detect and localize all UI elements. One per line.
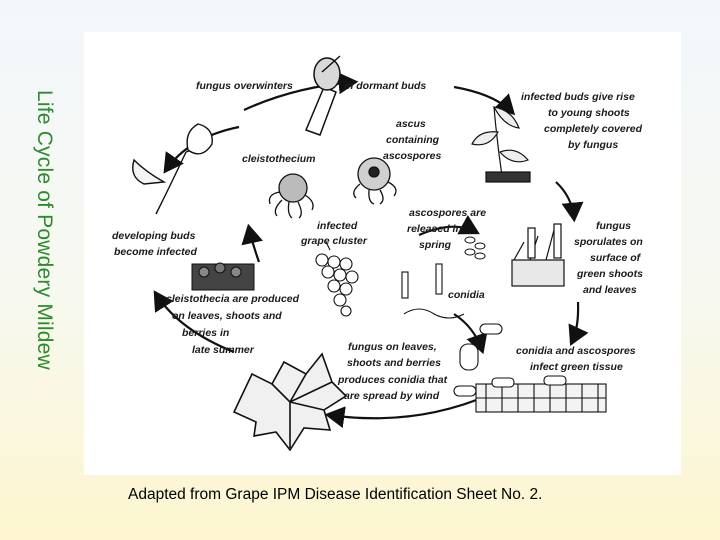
label-cleistothecia-4: late summer (192, 344, 255, 356)
label-ascospores-2: released in (407, 223, 462, 235)
grape-cluster-illustration (315, 241, 359, 317)
young-shoot-illustration (471, 106, 531, 183)
label-cleistothecia-1: cleistothecia are produced (166, 293, 300, 305)
dormant-bud-illustration (305, 55, 341, 136)
label-infected-buds-1: infected buds give rise (521, 91, 635, 103)
label-infected-buds-3: completely covered (544, 123, 643, 135)
diagram-canvas: fungus overwinters in dormant buds infec… (112, 55, 643, 452)
label-cleistothecia-2: on leaves, shoots and (172, 310, 282, 322)
label-infected-cluster-1: infected (317, 220, 358, 232)
label-sporulates-3: surface of (590, 252, 642, 264)
vine-shoot-illustration (132, 123, 213, 215)
arrow-overwinter (243, 72, 359, 111)
label-ascospores-1: ascospores are (409, 207, 486, 219)
arrow-ascospores (418, 214, 480, 237)
label-conidia-ascospores-1: conidia and ascospores (516, 345, 636, 357)
label-fungus-leaves-3: produces conidia that (337, 374, 448, 386)
label-sporulates-4: green shoots (576, 268, 643, 280)
label-infected-cluster-2: grape cluster (300, 235, 368, 247)
cleistothecium-illustration (268, 157, 397, 219)
label-developing-buds-1: developing buds (112, 230, 196, 242)
cycle-arrows (153, 72, 589, 429)
label-conidia-ascospores-2: infect green tissue (530, 361, 623, 373)
label-ascus-1: ascus (396, 118, 426, 130)
label-fungus-leaves-1: fungus on leaves, (348, 341, 437, 353)
arrow-to-cleistothecia (153, 290, 235, 354)
grape-leaf-illustration (232, 352, 348, 452)
label-ascus-2: containing (386, 134, 440, 146)
sporulating-tissue-illustration (511, 223, 565, 287)
infected-tissue-illustration (453, 343, 607, 413)
label-conidia: conidia (448, 289, 485, 301)
label-overwinter-left: fungus overwinters (196, 80, 293, 92)
label-sporulates-5: and leaves (583, 284, 637, 296)
arrow-to-buds (241, 223, 263, 263)
label-overwinter-right: in dormant buds (344, 80, 426, 92)
label-fungus-leaves-2: shoots and berries (347, 357, 441, 369)
label-cleistothecium: cleistothecium (242, 153, 316, 165)
diagram-labels: fungus overwinters in dormant buds infec… (112, 80, 643, 402)
arrow-to-leaf (324, 393, 490, 429)
infected-buds-illustration (191, 262, 255, 291)
label-infected-buds-4: by fungus (568, 139, 618, 151)
slide-title: Life Cycle of Powdery Mildew (33, 90, 56, 370)
figure-caption: Adapted from Grape IPM Disease Identific… (128, 486, 543, 503)
label-sporulates-1: fungus (596, 220, 631, 232)
label-fungus-leaves-4: are spread by wind (344, 390, 440, 402)
label-cleistothecia-3: berries in (182, 327, 229, 339)
arrow-to-shoots (453, 85, 516, 116)
label-ascus-3: ascospores (383, 150, 442, 162)
arrow-to-infection (568, 301, 589, 346)
arrow-to-sporulation (555, 181, 584, 223)
label-developing-buds-2: become infected (114, 246, 197, 258)
life-cycle-diagram: fungus overwinters in dormant buds infec… (84, 32, 681, 475)
conidia-illustration (401, 263, 503, 335)
ascospores-illustration (464, 236, 486, 260)
label-infected-buds-2: to young shoots (548, 107, 630, 119)
label-sporulates-2: sporulates on (574, 236, 643, 248)
label-ascospores-3: spring (419, 239, 452, 251)
